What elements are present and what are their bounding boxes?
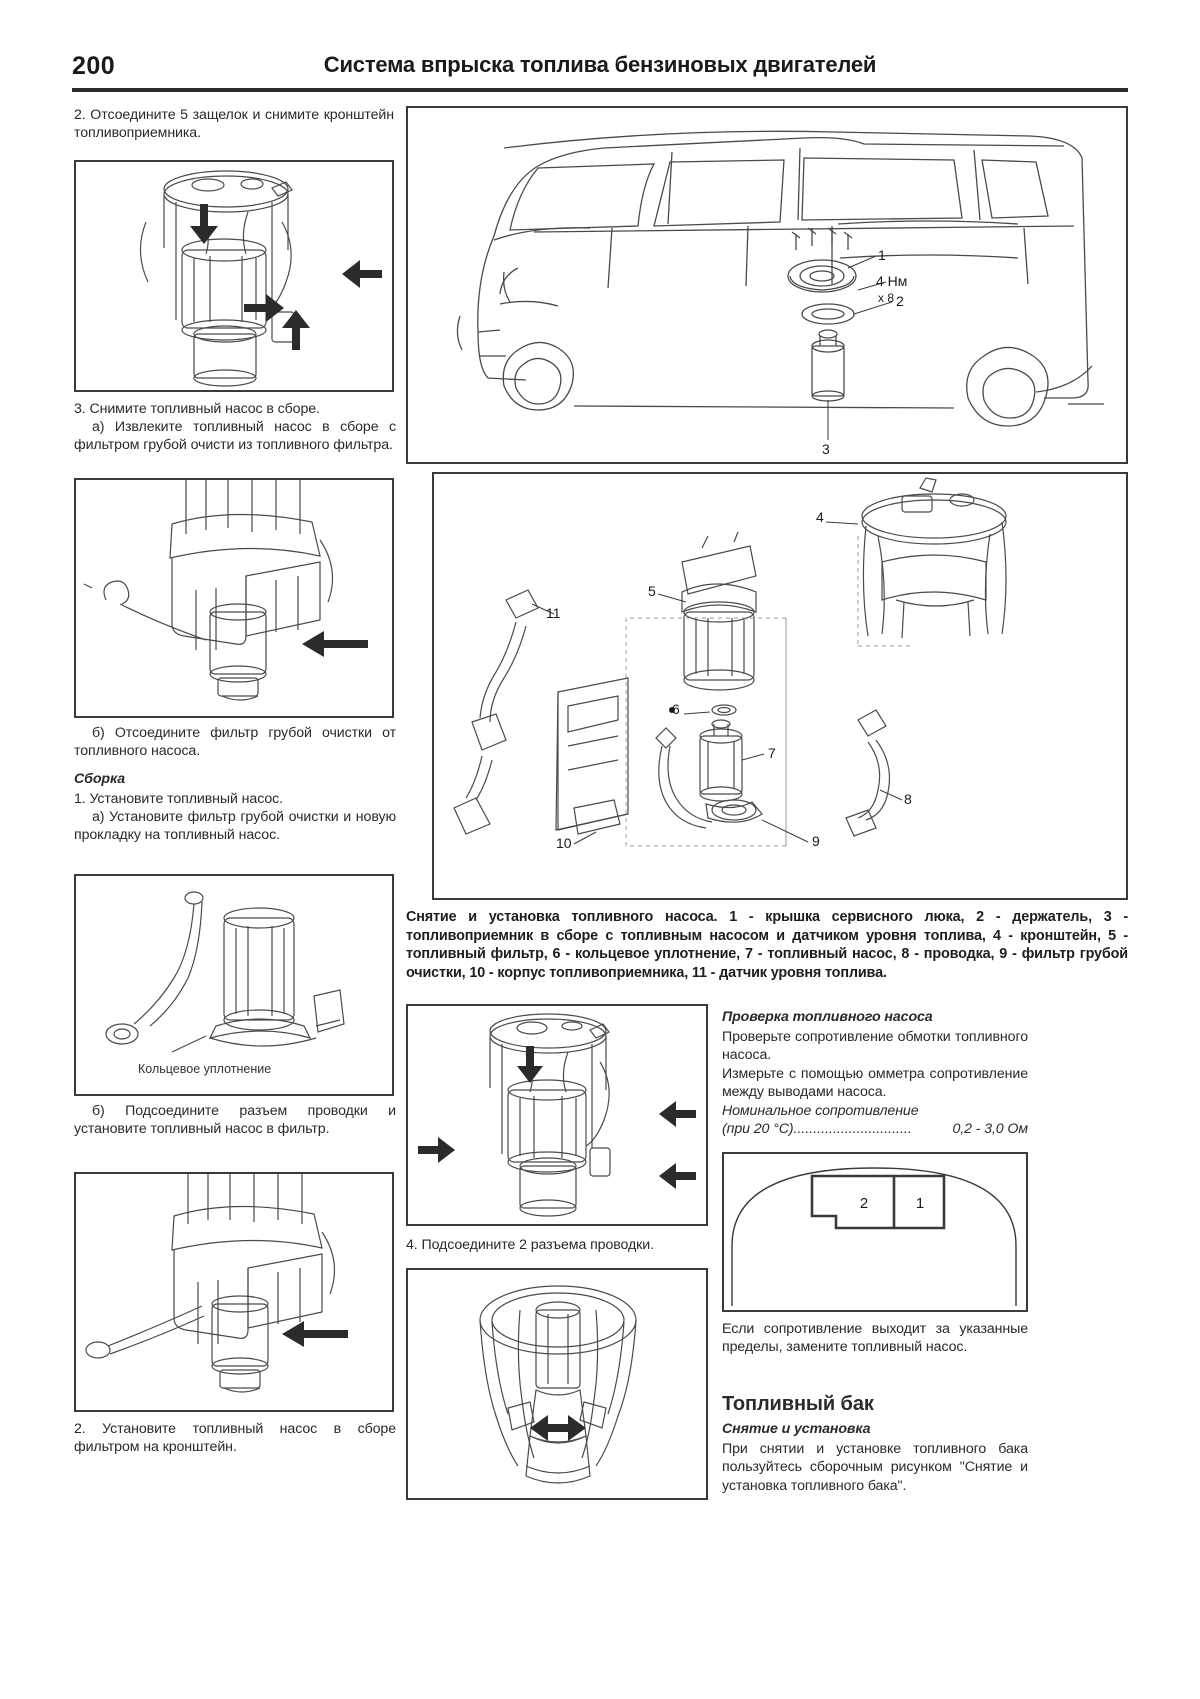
assembly-step-1-title: 1. Установите топливный насос. xyxy=(74,791,283,807)
figure-connectors-upper xyxy=(406,1004,708,1226)
pump-check-p2: Измерьте с помощью омметра сопротивление… xyxy=(722,1066,1028,1101)
terminal-numbers: 2 1 xyxy=(860,1195,924,1212)
left-step-3b: б) Отсоедините фильтр грубой очистки от … xyxy=(74,725,396,760)
svg-text:4 Нм: 4 Нм xyxy=(876,273,907,289)
fuel-tank-heading: Топливный бак xyxy=(722,1393,874,1415)
figure-label-oring: Кольцевое уплотнение xyxy=(138,1062,272,1076)
figure-pump-bracket xyxy=(74,160,394,392)
oring-label-line xyxy=(171,1035,207,1053)
fuel-pump-part-7 xyxy=(699,719,743,802)
wiring-part-8 xyxy=(845,709,891,837)
dashed-guides xyxy=(625,536,912,847)
svg-text:5: 5 xyxy=(648,583,656,599)
page-number: 200 xyxy=(72,52,116,80)
pump-installed-drawing xyxy=(85,1174,336,1393)
callout-arrow xyxy=(302,631,368,657)
pump-check-p1: Проверьте сопротивление обмотки топливно… xyxy=(722,1029,1028,1064)
svg-text:1: 1 xyxy=(878,247,886,263)
svg-text:9: 9 xyxy=(812,833,820,849)
oring-part-6 xyxy=(711,704,737,716)
nominal-resistance-value: 0,2 - 3,0 Ом xyxy=(952,1121,1028,1137)
terminal-box xyxy=(810,1174,946,1230)
nominal-resistance-heading: Номинальное сопротивление xyxy=(722,1103,919,1119)
figure-pump-terminals: 2 1 xyxy=(722,1152,1028,1312)
terminal-label-1: 1 xyxy=(916,1195,924,1212)
callout-arrows-2 xyxy=(418,1046,696,1189)
leader-dots: .............................. xyxy=(793,1121,912,1137)
figure-pump-oring: Кольцевое уплотнение xyxy=(74,874,394,1096)
svg-text:4: 4 xyxy=(816,509,824,525)
header-divider xyxy=(72,88,1128,92)
hatch-parts-drawing xyxy=(787,227,857,402)
pump-body-part-10 xyxy=(555,677,629,835)
fuel-filter-part-5 xyxy=(681,531,757,691)
fuel-tank-subheading: Снятие и установка xyxy=(722,1421,871,1437)
bullet-dot-6 xyxy=(669,707,675,713)
figure-connectors-lower xyxy=(406,1268,708,1500)
callout-arrow xyxy=(282,1321,348,1347)
svg-text:х 8: х 8 xyxy=(878,291,894,305)
figure-pump-in-housing xyxy=(74,478,394,718)
assembly-step-1a: а) Установите фильтр грубой очистки и но… xyxy=(74,809,396,844)
assembly-heading: Сборка xyxy=(74,771,126,787)
svg-text:6: 6 xyxy=(672,701,680,717)
svg-text:10: 10 xyxy=(556,835,572,851)
assembly-step-1b: б) Подсоедините разъем проводки и устано… xyxy=(74,1103,396,1138)
svg-text:7: 7 xyxy=(768,745,776,761)
strainer-part-9 xyxy=(655,727,763,829)
page-header: 200 Система впрыска топлива бензиновых д… xyxy=(72,50,1128,98)
figure-exploded-parts: 4 5 6 7 8 9 10 11 xyxy=(432,472,1128,900)
figure-vehicle-service-hatch: 1 2 3 4 Нм х 8 xyxy=(406,106,1128,464)
callout-arrows xyxy=(190,204,382,350)
nominal-resistance-label: (при 20 °С) xyxy=(722,1121,794,1137)
svg-text:8: 8 xyxy=(904,791,912,807)
left-step-3a: а) Извлеките топливный насос в сборе с ф… xyxy=(74,419,396,454)
pump-assembly-drawing xyxy=(139,170,295,387)
exploded-callout-numbers: 4 5 6 7 8 9 10 11 xyxy=(546,509,912,851)
svg-text:3: 3 xyxy=(822,441,830,457)
pump-assembly-drawing-2 xyxy=(489,1013,611,1217)
nominal-resistance-row: (при 20 °С) ............................… xyxy=(722,1120,1028,1138)
filter-housing-drawing xyxy=(83,480,334,701)
van-outline xyxy=(456,130,1104,427)
pump-oring-drawing xyxy=(105,891,345,1047)
exploded-leaders xyxy=(531,521,903,845)
terminal-label-2: 2 xyxy=(860,1195,868,1212)
fuel-tank-paragraph: При снятии и установке топливного бака п… xyxy=(722,1441,1028,1494)
svg-text:11: 11 xyxy=(546,605,561,621)
bracket-part-4 xyxy=(861,477,1007,639)
pump-check-heading: Проверка топливного насоса xyxy=(722,1009,933,1025)
exploded-figure-caption: Снятие и установка топливного насоса. 1 … xyxy=(406,909,1128,981)
page-title: Система впрыска топлива бензиновых двига… xyxy=(323,52,877,77)
figure-pump-installed xyxy=(74,1172,394,1412)
level-sensor-part-11 xyxy=(453,589,539,835)
callout-leaders xyxy=(827,255,893,440)
callout-numbers: 1 2 3 4 Нм х 8 xyxy=(822,247,907,457)
connector-close-up-drawing xyxy=(479,1285,637,1484)
connector-outline xyxy=(731,1167,1017,1306)
out-of-range-note: Если сопротивление выходит за указанные … xyxy=(722,1321,1028,1356)
left-step-2: 2. Отсоедините 5 защелок и снимите кронш… xyxy=(74,107,394,142)
svg-text:2: 2 xyxy=(896,293,904,309)
callout-arrows-3 xyxy=(530,1415,586,1441)
left-step-3-title: 3. Снимите топливный насос в сборе. xyxy=(74,401,320,417)
middle-step-4: 4. Подсоедините 2 разъема проводки. xyxy=(406,1237,654,1253)
assembly-step-2: 2. Установите топливный насос в сборе фи… xyxy=(74,1421,396,1456)
